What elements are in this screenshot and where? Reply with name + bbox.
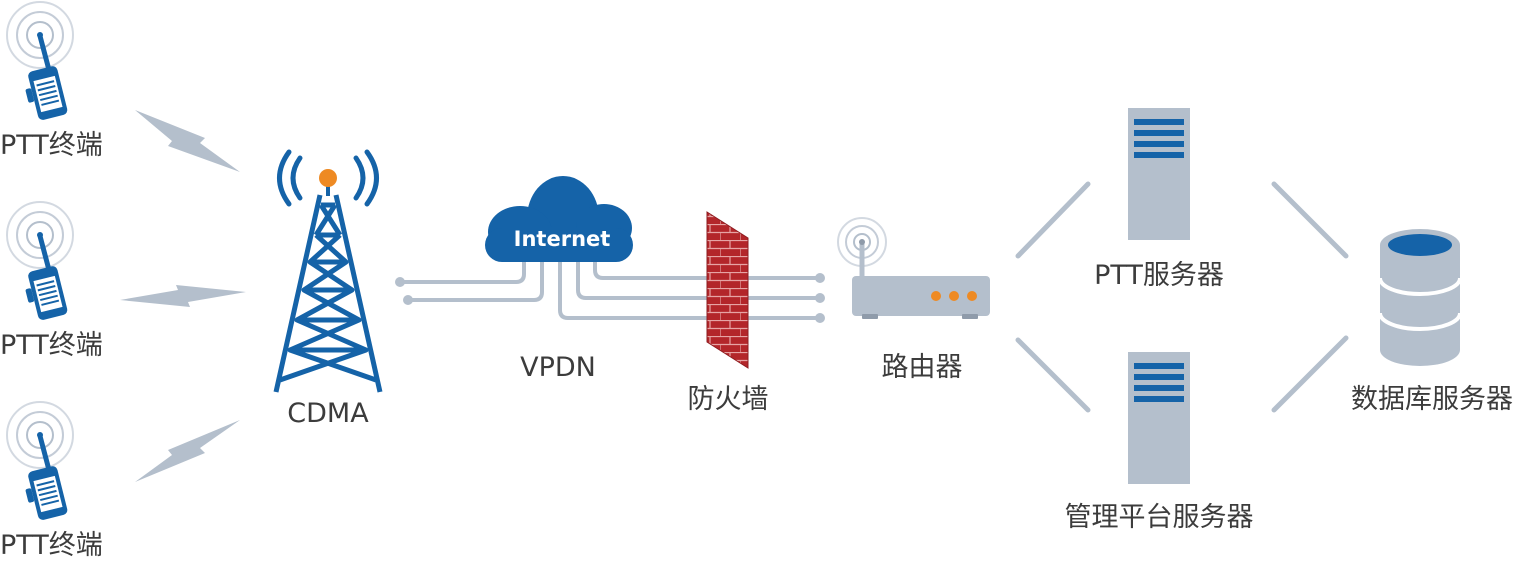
lightning-signal-icon (135, 420, 240, 482)
ptt-terminal-2 (6, 201, 74, 320)
status-led (949, 291, 959, 301)
cell-tower-icon (273, 149, 383, 393)
walkie-talkie-icon (6, 1, 74, 120)
mgmt-server-label: 管理平台服务器 (1064, 502, 1254, 533)
terminal-3-label: PTT终端 (0, 530, 103, 561)
brick-wall-icon (706, 211, 749, 369)
status-led (931, 291, 941, 301)
ptt-terminal-3 (6, 401, 74, 520)
lightning-signal-icon (120, 285, 246, 307)
internet-label: Internet (514, 227, 611, 251)
terminal-1-label: PTT终端 (0, 130, 103, 161)
connection-endpoints (395, 273, 825, 323)
walkie-talkie-icon (6, 201, 74, 320)
cdma-label: CDMA (287, 398, 369, 429)
firewall-label: 防火墙 (687, 384, 769, 415)
vpdn-label: VPDN (520, 352, 596, 383)
walkie-talkie-icon (6, 401, 74, 520)
cloud-icon: Internet (485, 176, 633, 262)
terminal-2-label: PTT终端 (0, 330, 103, 361)
db-server-label: 数据库服务器 (1351, 384, 1513, 415)
server-icon (1128, 352, 1190, 484)
connection-lines (400, 256, 820, 320)
server-icon (1128, 108, 1190, 240)
ptt-server-label: PTT服务器 (1094, 260, 1224, 291)
database-icon (1378, 229, 1462, 366)
server-links (1015, 181, 1349, 413)
ptt-terminal-1 (6, 1, 74, 120)
lightning-signal-icon (135, 110, 240, 172)
router-icon (837, 217, 990, 319)
status-led (967, 291, 977, 301)
router-label: 路由器 (881, 352, 963, 383)
